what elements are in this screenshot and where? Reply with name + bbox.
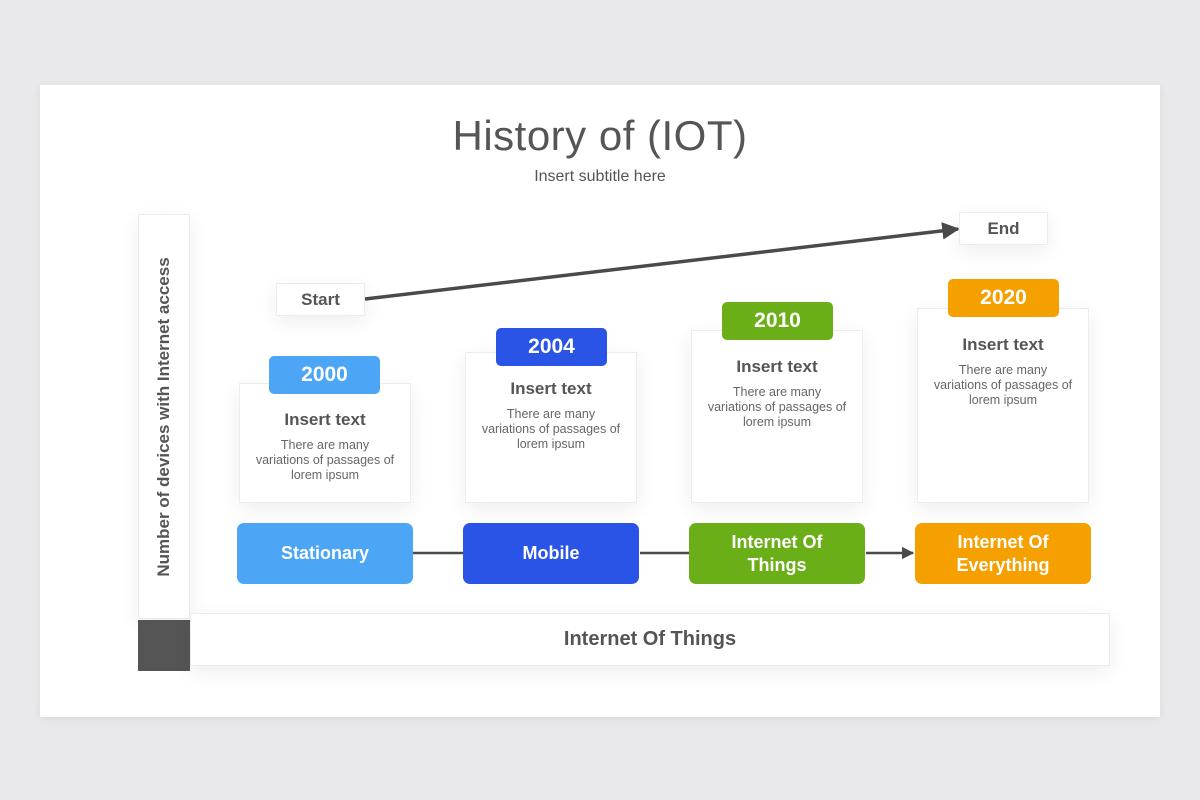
year-badge-2010: 2010 [722, 302, 833, 340]
end-label: End [987, 218, 1020, 238]
year-label: 2010 [754, 309, 801, 332]
year-badge-2020: 2020 [948, 279, 1059, 317]
stage-label: Internet Of Everything [956, 531, 1050, 575]
x-axis-label: Internet Of Things [563, 628, 737, 650]
page-subtitle: Insert subtitle here [534, 168, 666, 185]
stage-internet-of-everything: Internet Of Everything [915, 523, 1091, 584]
milestone-card-2000: Insert text There are many variations of… [239, 383, 411, 503]
stage-label: Stationary [280, 543, 370, 563]
milestone-card-2020: Insert text There are many variations of… [917, 308, 1089, 503]
card-title: Insert text [284, 410, 366, 429]
stage-stationary: Stationary [237, 523, 413, 584]
stage-mobile: Mobile [463, 523, 639, 584]
y-axis-bar [138, 214, 190, 619]
card-title: Insert text [962, 335, 1044, 354]
year-badge-2000: 2000 [269, 356, 380, 394]
card-text: There are many variations of passages of… [481, 407, 621, 451]
card-text: There are many variations of passages of… [707, 385, 847, 429]
year-badge-2004: 2004 [496, 328, 607, 366]
page-title: History of (IOT) [452, 112, 748, 159]
year-label: 2000 [301, 363, 348, 386]
stage-internet-of-things: Internet Of Things [689, 523, 865, 584]
stage-label: Mobile [522, 543, 580, 563]
year-label: 2020 [980, 286, 1027, 309]
card-title: Insert text [510, 379, 592, 398]
year-label: 2004 [528, 335, 575, 358]
axis-corner-block [138, 620, 190, 671]
card-title: Insert text [736, 357, 818, 376]
milestone-card-2004: Insert text There are many variations of… [465, 352, 637, 503]
end-tag: End [959, 212, 1048, 245]
growth-arrow [364, 222, 960, 301]
x-axis-bar: Internet Of Things [190, 613, 1110, 666]
card-text: There are many variations of passages of… [255, 438, 395, 482]
milestone-card-2010: Insert text There are many variations of… [691, 330, 863, 503]
stage-label: Internet Of Things [731, 531, 823, 575]
card-text: There are many variations of passages of… [933, 363, 1073, 407]
start-tag: Start [276, 283, 365, 316]
start-label: Start [301, 289, 340, 309]
